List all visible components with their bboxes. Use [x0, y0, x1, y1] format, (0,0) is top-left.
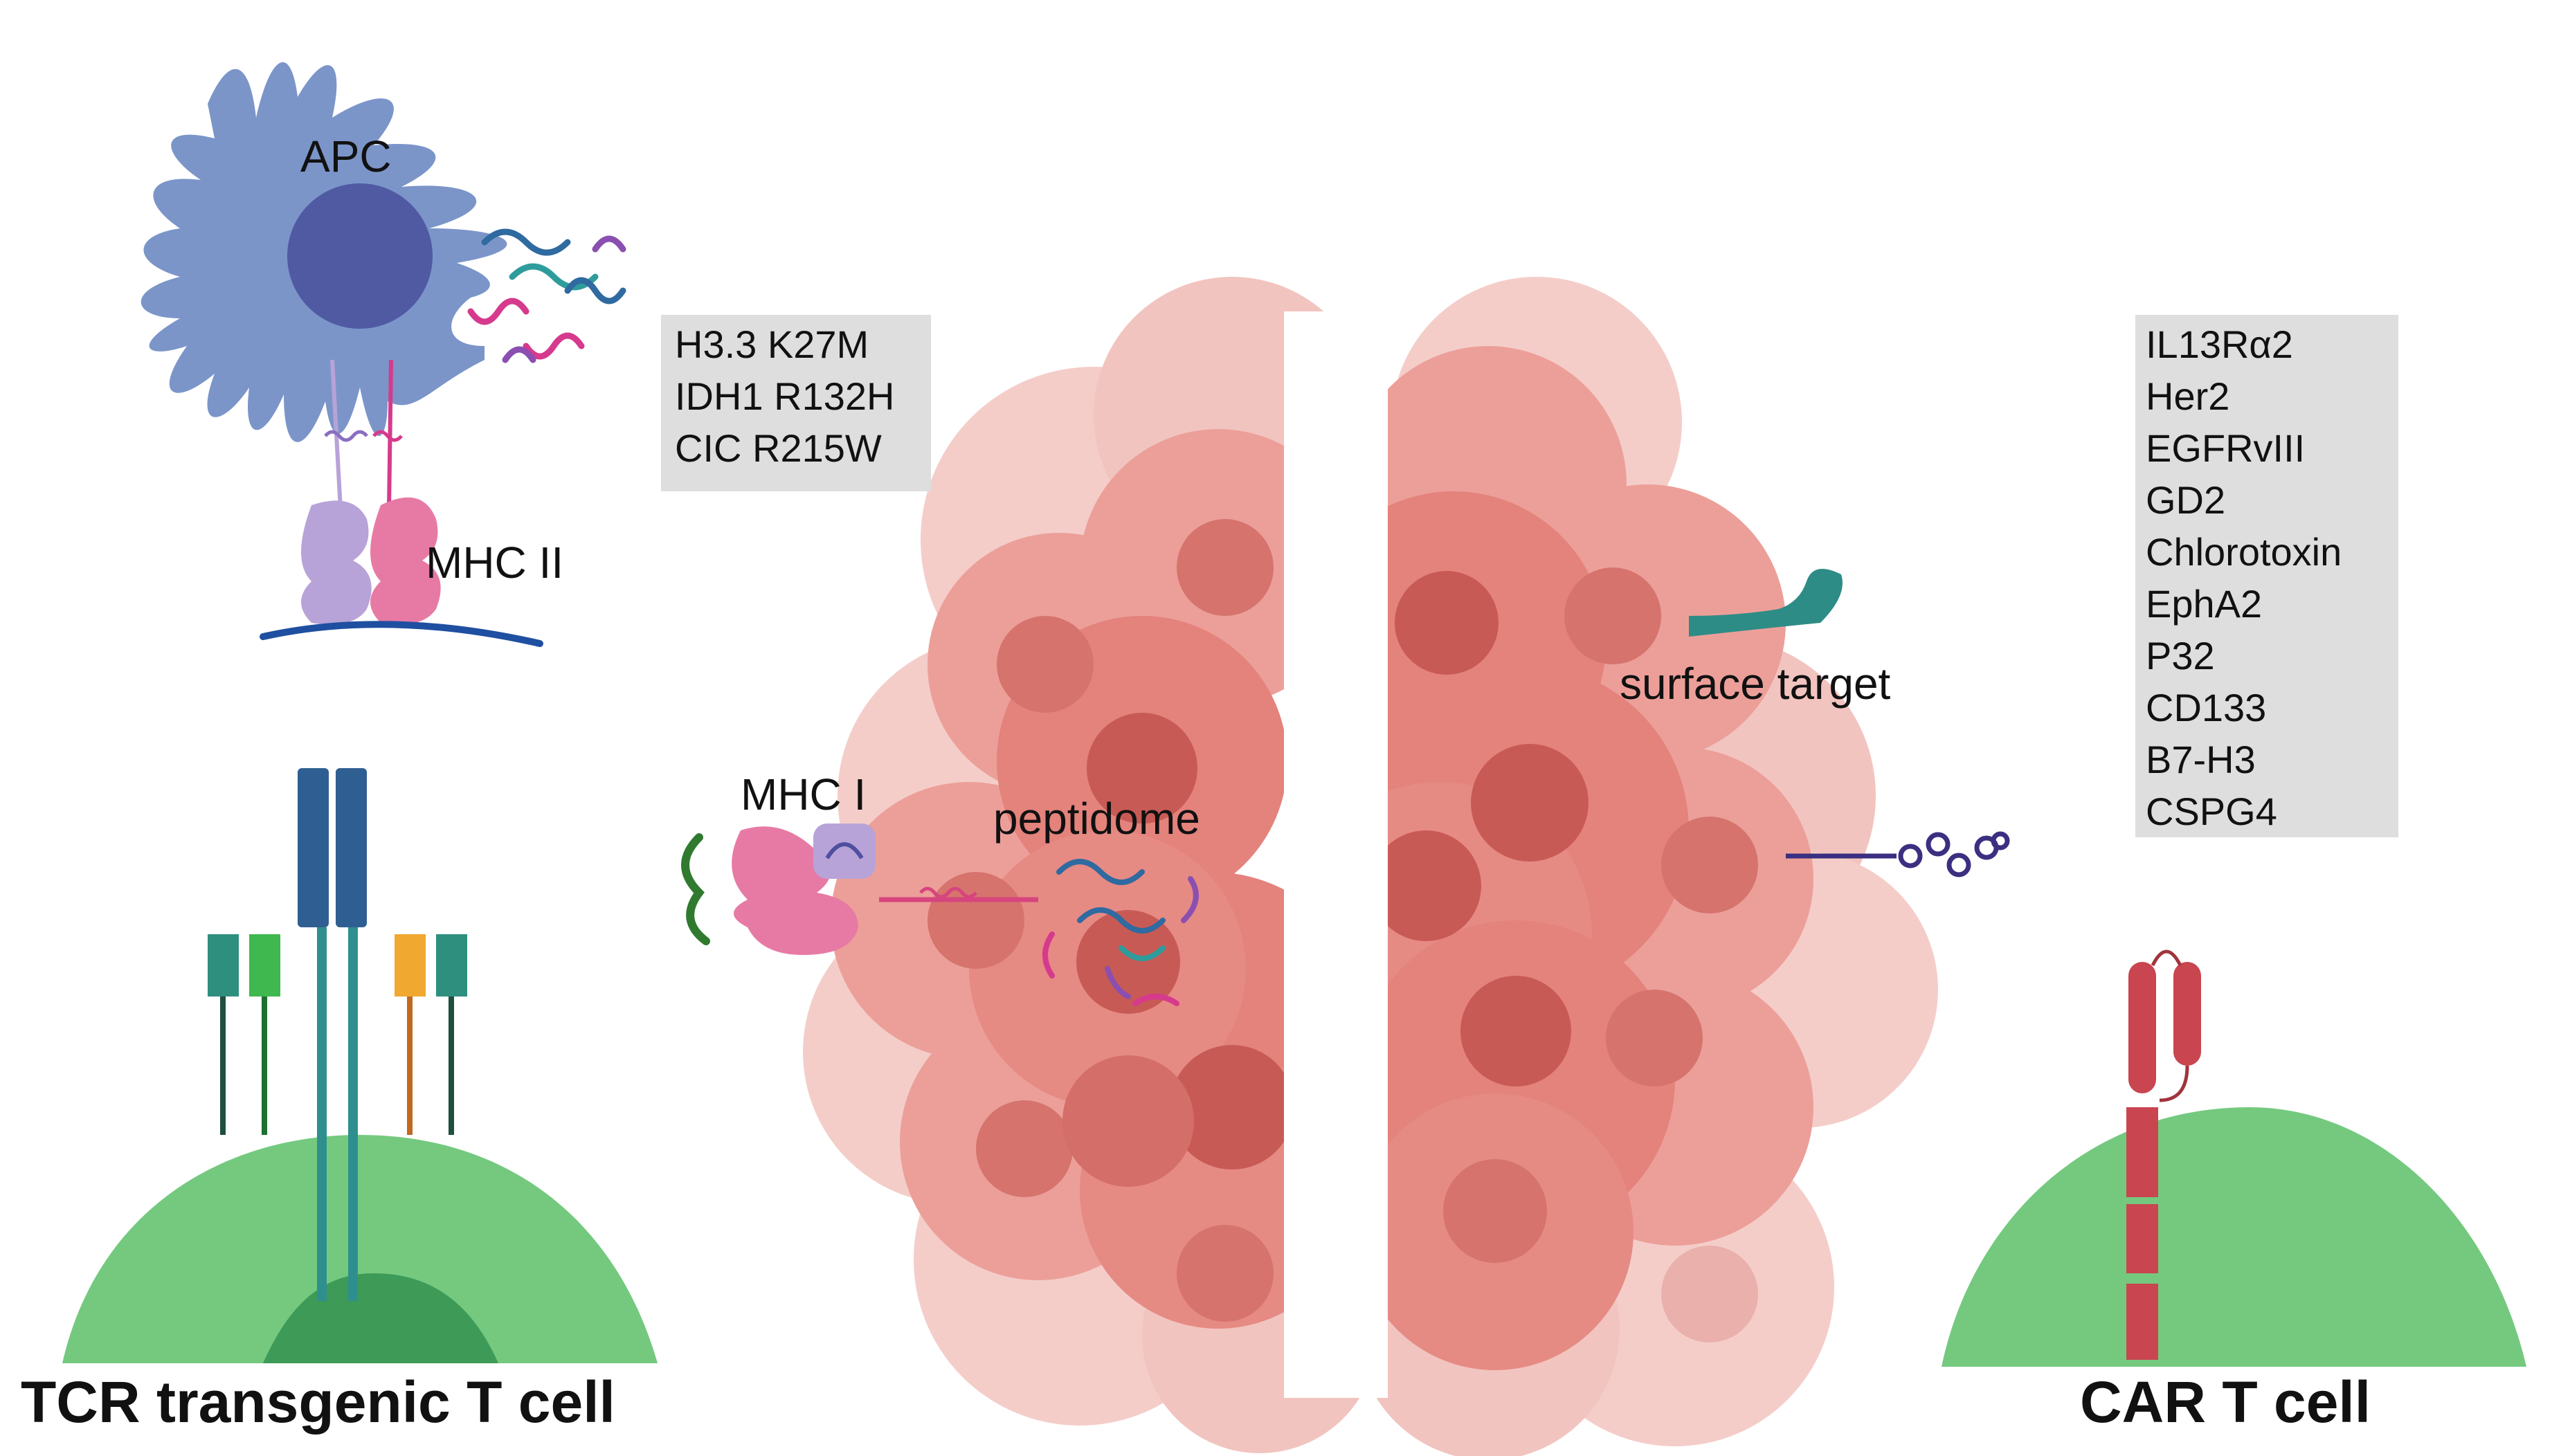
car-t-cell-title: CAR T cell: [2080, 1369, 2371, 1435]
surface-target-item: CD133: [2146, 686, 2266, 729]
peptidome-label: peptidome: [993, 794, 1200, 844]
tcr-t-cell-icon: [62, 1135, 658, 1363]
glycolipid-icon: [1786, 831, 2010, 877]
surface-target-item: GD2: [2146, 478, 2225, 522]
neoantigen-item: H3.3 K27M: [675, 322, 869, 366]
mhc-ii-icon: [260, 359, 543, 647]
surface-antigen-icon: [1689, 569, 1843, 637]
mhc-i-label: MHC I: [741, 770, 866, 819]
surface-target-label: surface target: [1620, 659, 1891, 709]
surface-target-item: IL13Rα2: [2146, 322, 2293, 366]
surface-target-item: EGFRvIII: [2146, 426, 2305, 470]
surface-target-item: EphA2: [2146, 582, 2262, 626]
mhc-ii-label: MHC II: [426, 538, 563, 588]
neoantigen-box: [661, 315, 931, 491]
tcr-complex-icon: [208, 768, 467, 1301]
neoantigen-item: CIC R215W: [675, 426, 882, 470]
neoantigen-item: IDH1 R132H: [675, 374, 894, 418]
car-receptor-icon: [2126, 949, 2201, 1360]
car-t-cell-icon: [1942, 1107, 2526, 1367]
surface-target-item: Chlorotoxin: [2146, 530, 2342, 574]
peptidome-fragments-icon: [1042, 859, 1199, 1006]
surface-target-item: CSPG4: [2146, 790, 2277, 833]
peptide-fragments-icon: [467, 228, 626, 363]
surface-target-box: [2135, 315, 2398, 837]
surface-target-item: B7-H3: [2146, 738, 2256, 781]
surface-target-item: P32: [2146, 634, 2215, 677]
apc-cell-icon: [141, 62, 507, 442]
surface-target-item: Her2: [2146, 374, 2229, 418]
mhc-i-icon: [681, 823, 1038, 955]
tcr-t-cell-title: TCR transgenic T cell: [21, 1369, 615, 1435]
apc-label: APC: [300, 131, 392, 181]
